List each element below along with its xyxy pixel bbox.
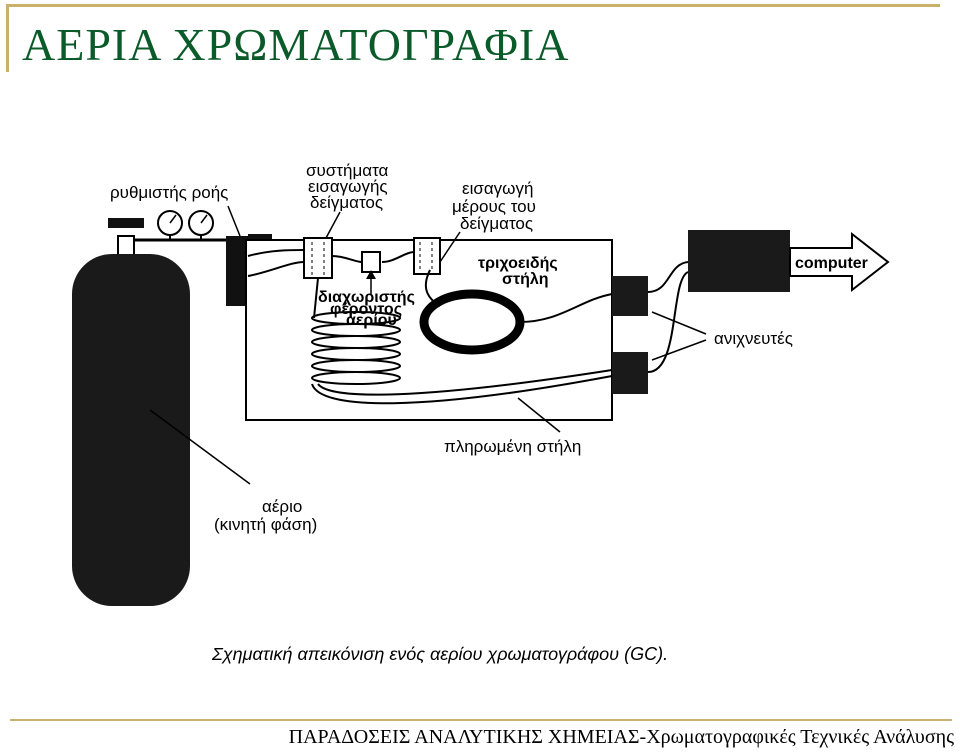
splitter-label-3: αερίου xyxy=(346,312,397,329)
left-rule xyxy=(6,4,9,72)
capillary-label-1: τριχοειδής xyxy=(478,255,558,272)
pointer-lines xyxy=(149,205,707,485)
injection-label-1: συστήματα xyxy=(306,161,389,180)
slide-title: ΑΕΡΙΑ ΧΡΩΜΑΤΟΓΡΑΦΙΑ xyxy=(22,19,570,70)
computer-arrow xyxy=(789,231,890,293)
detectors-label: ανιχνευτές xyxy=(714,329,793,348)
splitter-label-1: διαχωριστής xyxy=(318,289,415,306)
pressure-gauges xyxy=(134,210,230,242)
detector-top xyxy=(612,276,648,316)
flow-regulator-block xyxy=(226,236,248,306)
signal-lines xyxy=(647,261,689,373)
diagram-caption: Σχηματική απεικόνιση ενός αερίου χρωματο… xyxy=(211,644,668,664)
partial-label-2: μέρους του xyxy=(452,197,536,216)
gas-label-1: αέριο xyxy=(262,497,302,516)
gas-cylinder xyxy=(72,218,190,606)
detector-bottom xyxy=(612,352,648,394)
packed-column-label: πληρωμένη στήλη xyxy=(444,437,581,456)
injectors xyxy=(303,237,441,279)
bottom-rule xyxy=(10,719,952,721)
recorder-box xyxy=(688,230,790,292)
top-rule xyxy=(6,4,940,7)
splitter xyxy=(361,251,381,273)
capillary-column xyxy=(419,269,613,355)
injection-label-2: εισαγωγής xyxy=(308,177,388,196)
slide-footer: ΠΑΡΑΔΟΣΕΙΣ ΑΝΑΛΥΤΙΚΗΣ ΧΗΜΕΙΑΣ-Χρωματογρα… xyxy=(288,726,954,748)
gas-label-2: (κινητή φάση) xyxy=(214,515,317,534)
gas-lines xyxy=(247,249,415,277)
partial-label-3: δείγματος xyxy=(460,214,533,233)
flow-regulator-label: ρυθμιστής ροής xyxy=(110,183,228,202)
splitter-label-2: φέροντος xyxy=(330,301,402,318)
capillary-label-2: στήλη xyxy=(502,271,549,288)
injection-label-3: δείγματος xyxy=(310,193,383,212)
packed-column-coil xyxy=(311,277,613,405)
partial-label-1: εισαγωγή xyxy=(462,179,533,198)
computer-label: computer xyxy=(795,255,868,272)
